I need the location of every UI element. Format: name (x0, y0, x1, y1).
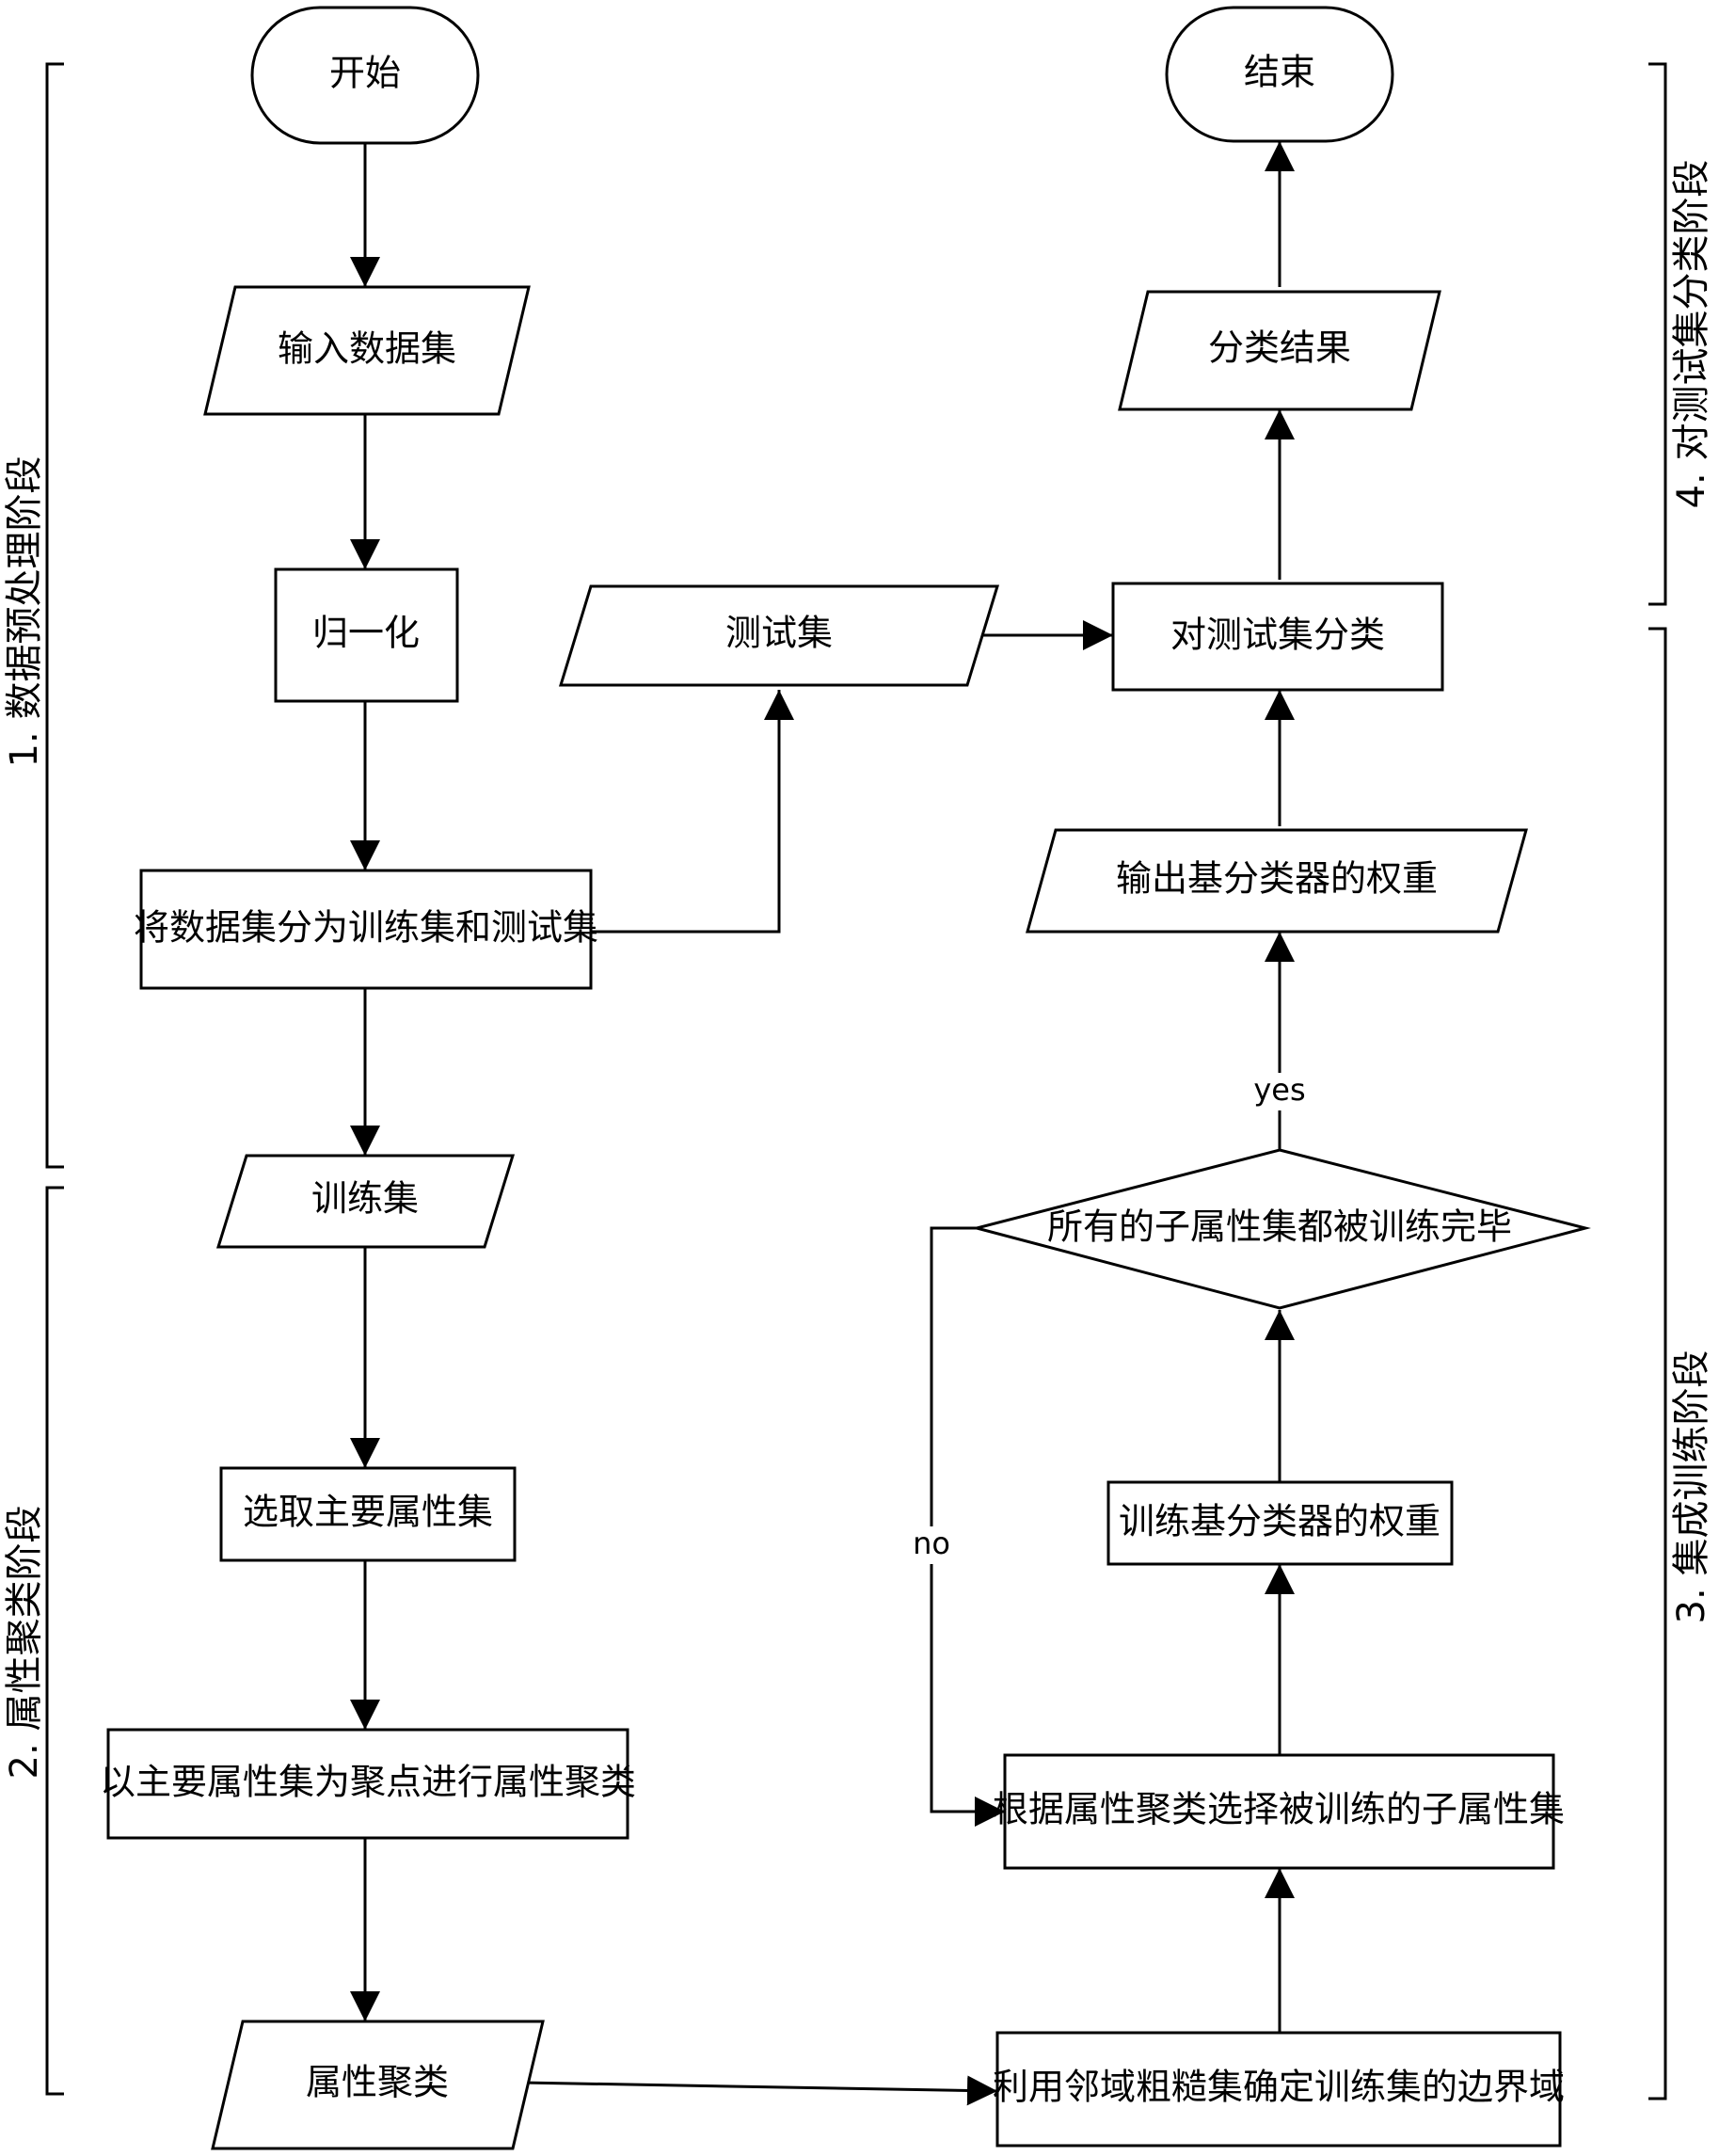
stage-bracket-3 (1648, 629, 1665, 2099)
node-classify-test: 对测试集分类 (1113, 583, 1442, 690)
edge-label-yes: yes (1253, 1072, 1305, 1108)
node-select-sub-attrs-label: 根据属性聚类选择被训练的子属性集 (993, 1789, 1565, 1830)
node-all-trained-decision: 所有的子属性集都被训练完毕 (977, 1150, 1585, 1308)
node-test-set-label: 测试集 (725, 613, 833, 654)
edge-decision-no (931, 1228, 1005, 1812)
node-end: 结束 (1167, 8, 1393, 141)
node-normalize-label: 归一化 (312, 613, 420, 654)
edge-split-to-testset (591, 690, 779, 932)
node-train-weights-label: 训练基分类器的权重 (1119, 1501, 1440, 1542)
stage-bracket-4 (1648, 64, 1665, 604)
node-classify-test-label: 对测试集分类 (1170, 615, 1385, 656)
edge-label-no: no (913, 1525, 950, 1561)
node-start-label: 开始 (329, 53, 401, 94)
node-start: 开始 (252, 8, 478, 143)
node-attr-clusters-label: 属性聚类 (306, 2062, 449, 2103)
node-select-main-attrs-label: 选取主要属性集 (243, 1492, 493, 1533)
edge-clusters-to-boundary (522, 2083, 997, 2091)
node-boundary-region-label: 利用邻域粗糙集确定训练集的边界域 (993, 2067, 1565, 2108)
node-input-dataset: 输入数据集 (205, 287, 529, 414)
node-normalize: 归一化 (276, 569, 457, 701)
node-output-weights: 输出基分类器的权重 (1027, 830, 1526, 932)
node-attr-clustering-process: 以主要属性集为聚点进行属性聚类 (100, 1730, 636, 1838)
node-test-set: 测试集 (561, 586, 997, 685)
node-end-label: 结束 (1244, 52, 1315, 93)
stage-bracket-2 (47, 1188, 64, 2094)
node-attr-clustering-process-label: 以主要属性集为聚点进行属性聚类 (100, 1762, 636, 1803)
node-select-main-attrs: 选取主要属性集 (221, 1468, 515, 1560)
node-train-weights: 训练基分类器的权重 (1108, 1482, 1452, 1564)
stage-label-2: 2. 属性聚类阶段 (3, 1506, 46, 1780)
stage-label-4: 4. 对测试集分类阶段 (1670, 160, 1713, 509)
stage-label-1: 1. 数据预处理阶段 (3, 456, 46, 768)
node-split-dataset-label: 将数据集分为训练集和测试集 (134, 907, 598, 949)
node-split-dataset: 将数据集分为训练集和测试集 (134, 870, 598, 988)
node-classify-result-label: 分类结果 (1208, 327, 1351, 369)
node-input-dataset-label: 输入数据集 (278, 328, 456, 370)
node-classify-result: 分类结果 (1120, 292, 1440, 409)
node-output-weights-label: 输出基分类器的权重 (1116, 858, 1438, 900)
node-train-set-label: 训练集 (311, 1178, 419, 1220)
node-select-sub-attrs: 根据属性聚类选择被训练的子属性集 (993, 1755, 1565, 1868)
node-all-trained-decision-label: 所有的子属性集都被训练完毕 (1047, 1206, 1512, 1248)
stage-bracket-1 (47, 64, 64, 1167)
node-train-set: 训练集 (218, 1156, 513, 1247)
node-boundary-region: 利用邻域粗糙集确定训练集的边界域 (993, 2033, 1565, 2146)
stage-label-3: 3. 集成训练阶段 (1670, 1350, 1713, 1624)
node-attr-clusters: 属性聚类 (213, 2021, 543, 2148)
